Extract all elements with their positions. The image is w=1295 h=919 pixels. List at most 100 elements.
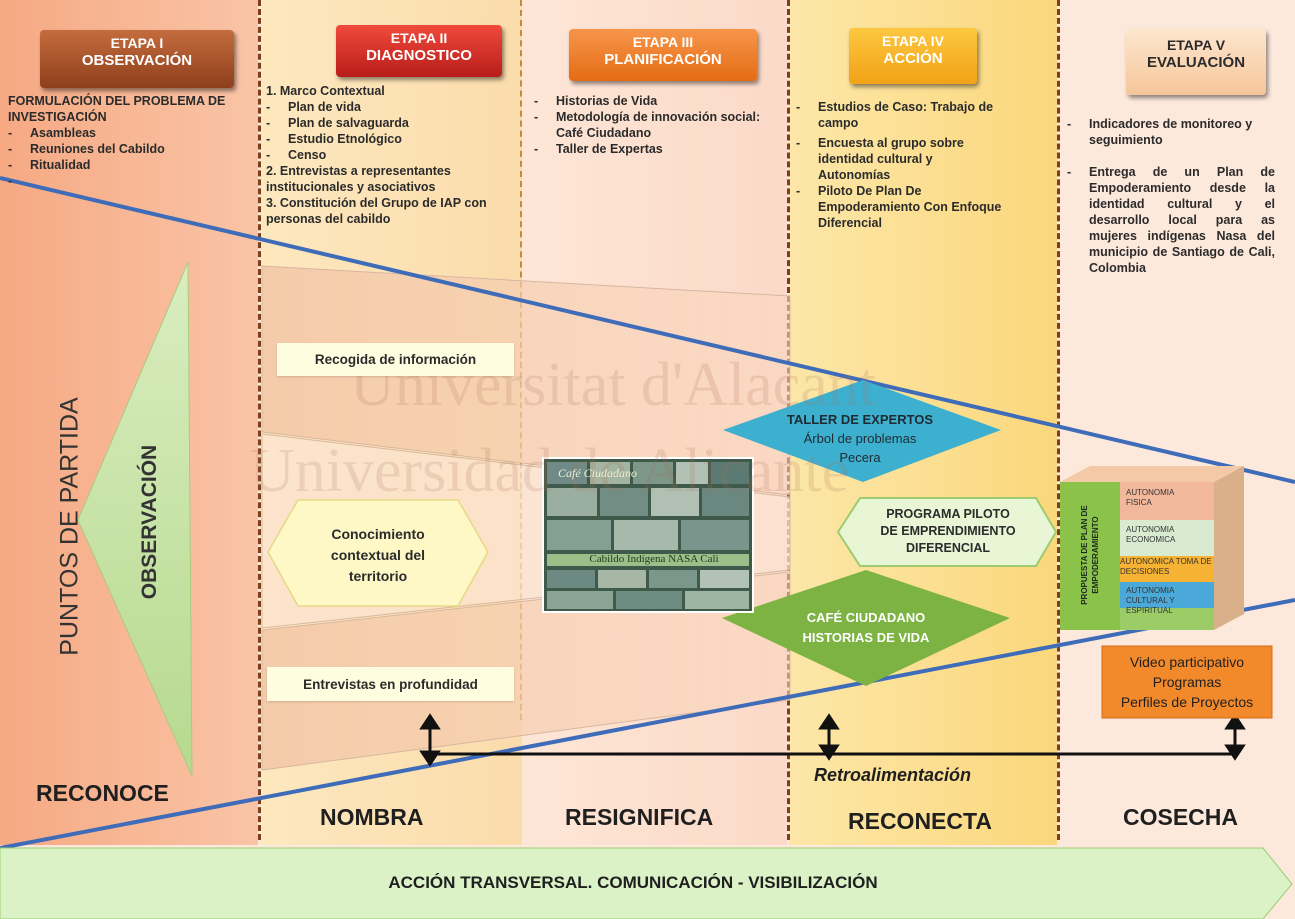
stage-2-line: Plan de salvaguarda <box>266 115 516 131</box>
feedback-arrow-1 <box>419 713 441 767</box>
funnel-band-top <box>261 265 791 496</box>
conocimiento-label: Conocimiento contextual del territorio <box>300 524 456 587</box>
cube-top <box>1060 466 1244 482</box>
cube-layer-3 <box>1120 556 1214 582</box>
stage-1-content: FORMULACIÓN DEL PROBLEMA DE INVESTIGACIÓ… <box>8 93 244 189</box>
watermark-line-2: Universidad de Alicante <box>250 437 850 505</box>
stage-2-line: 3. Constitución del Grupo de IAP con per… <box>266 196 487 226</box>
stage-1-heading: FORMULACIÓN DEL PROBLEMA DE INVESTIGACIÓ… <box>8 94 226 124</box>
taller-title: TALLER DE EXPERTOS <box>786 412 934 427</box>
stage-1-label: ETAPA I <box>110 35 164 51</box>
stage-3-item: Taller de Expertas <box>534 141 764 157</box>
bottom-word-reconoce: RECONOCE <box>36 780 169 806</box>
cafe-text: CAFÉ CIUDADANO HISTORIAS DE VIDA <box>786 608 946 648</box>
cube-layer-label-3: AUTONOMICA TOMA DE DECISIONES <box>1120 557 1212 576</box>
recogida-box: Recogida de información <box>277 343 514 376</box>
cafe-line-1: CAFÉ CIUDADANO <box>806 610 926 625</box>
stage-3-item: Historias de Vida <box>534 93 764 109</box>
stage-1-item: Ritualidad <box>8 157 244 173</box>
stage-2-name: DIAGNOSTICO <box>366 47 472 64</box>
stage-2-line: Estudio Etnológico <box>266 131 516 147</box>
feedback-arrow-3 <box>1224 713 1246 761</box>
entrevistas-box: Entrevistas en profundidad <box>267 667 514 701</box>
blue-line-top <box>0 176 1295 484</box>
programa-shape <box>836 497 1058 567</box>
video-line-2: Programas <box>1152 674 1222 690</box>
stage-1-item: Reuniones del Cabildo <box>8 141 244 157</box>
stage-4-label: ETAPA IV <box>882 33 944 49</box>
cube-layer-4 <box>1120 582 1214 608</box>
cube-front-left <box>1060 482 1120 630</box>
stage-3-badge: ETAPA III PLANIFICACIÓN <box>569 29 757 81</box>
observacion-vertical-label: OBSERVACIÓN <box>138 444 161 600</box>
stage-3-content: Historias de Vida Metodología de innovac… <box>534 93 764 157</box>
programa-line-2: DE EMPRENDIMIENTO <box>880 524 1016 538</box>
cafe-line-2: HISTORIAS DE VIDA <box>802 630 930 645</box>
stage-1-badge: ETAPA I OBSERVACIÓN <box>40 30 234 88</box>
cube-layer-5 <box>1120 608 1214 630</box>
stage-5-badge: ETAPA V EVALUACIÓN <box>1126 29 1266 95</box>
video-box-shape <box>1101 645 1273 719</box>
stage-5-name: EVALUACIÓN <box>1146 54 1246 71</box>
separator-1 <box>258 0 261 840</box>
cafe-diamond <box>722 570 1010 686</box>
bottom-word-resignifica: RESIGNIFICA <box>565 804 714 830</box>
stage-2-badge: ETAPA II DIAGNOSTICO <box>336 25 502 77</box>
stage-5-item-1: Indicadores de monitoreo y seguimiento <box>1067 116 1275 148</box>
banner-arrow <box>0 847 1293 919</box>
stage-3-label: ETAPA III <box>632 34 694 50</box>
taller-line-2: Árbol de problemas <box>803 431 917 446</box>
puntos-de-partida-label: PUNTOS DE PARTIDA <box>55 397 84 656</box>
bottom-word-reconecta: RECONECTA <box>848 808 992 834</box>
stage-3-item: Metodología de innovación social: Café C… <box>534 109 764 141</box>
photo-tiles <box>547 462 749 609</box>
stage-4-item: Estudios de Caso: Trabajo de campo <box>796 99 1006 131</box>
stage-4-badge: ETAPA IV ACCIÓN <box>849 28 977 84</box>
cube-layer-1 <box>1120 482 1214 520</box>
stage-2-content: 1. Marco Contextual Plan de vida Plan de… <box>266 83 516 227</box>
stage-1-item: Asambleas <box>8 125 244 141</box>
bottom-word-nombra: NOMBRA <box>320 804 424 830</box>
photo-caption-bottom: Cabildo Indígena NASA Cali <box>589 553 719 565</box>
stage-2-line: 1. Marco Contextual <box>266 84 385 98</box>
stage-5-label: ETAPA V <box>1166 37 1226 53</box>
banner-text: ACCIÓN TRANSVERSAL. COMUNICACIÓN - VISIB… <box>388 873 878 892</box>
cube-layer-label-1: AUTONOMIA FISICA <box>1126 488 1174 507</box>
cube-layer-label-2: AUTONOMIA ECONOMICA <box>1126 525 1176 544</box>
cube-right <box>1214 466 1244 630</box>
programa-line-1: PROGRAMA PILOTO <box>886 507 1010 521</box>
stage-4-name: ACCIÓN <box>883 50 943 67</box>
stage-4-content: Estudios de Caso: Trabajo de campo Encue… <box>796 99 1006 231</box>
cube-layer-2 <box>1120 520 1214 556</box>
feedback-arrow-2 <box>818 713 840 761</box>
stage-4-item: Piloto De Plan De Empoderamiento Con Enf… <box>796 183 1006 231</box>
stage-1-name: OBSERVACIÓN <box>81 52 193 69</box>
stage-5-content: Indicadores de monitoreo y seguimiento E… <box>1067 116 1275 276</box>
programa-text: PROGRAMA PILOTO DE EMPRENDIMIENTO DIFERE… <box>860 506 1036 557</box>
conocimiento-text: Conocimiento contextual del territorio <box>330 526 426 584</box>
stage-5-item-2: Entrega de un Plan de Empoderamiento des… <box>1067 164 1275 276</box>
video-line-1: Video participativo <box>1129 654 1245 670</box>
hexagon-shape <box>267 499 489 607</box>
blue-line-bottom <box>0 598 1295 850</box>
stage-4-item: Encuesta al grupo sobre identidad cultur… <box>796 135 1006 183</box>
video-line-3: Perfiles de Proyectos <box>1120 694 1254 710</box>
cube-side-label: PROPUESTA DE PLAN DE EMPODERAMIENTO <box>1080 505 1100 605</box>
photo-caption-top: Café Ciudadano <box>558 466 638 480</box>
video-text: Video participativo Programas Perfiles d… <box>1102 652 1272 712</box>
taller-text: TALLER DE EXPERTOS Árbol de problemas Pe… <box>785 410 935 467</box>
programa-line-3: DIFERENCIAL <box>905 541 991 555</box>
stage-2-label: ETAPA II <box>390 30 448 46</box>
stage-2-line: 2. Entrevistas a representantes instituc… <box>266 164 451 194</box>
feedback-label: Retroalimentación <box>814 765 972 785</box>
taller-diamond <box>723 380 1001 482</box>
taller-line-3: Pecera <box>839 450 881 465</box>
cube-layer-label-4: AUTONOMIA CULTURAL Y ESPIRITUAL <box>1126 586 1175 615</box>
separator-4 <box>1057 0 1060 840</box>
stage-2-line: Censo <box>266 147 516 163</box>
observation-triangle <box>77 261 193 777</box>
stage-2-line: Plan de vida <box>266 99 516 115</box>
stage-3-name: PLANIFICACIÓN <box>604 51 722 68</box>
